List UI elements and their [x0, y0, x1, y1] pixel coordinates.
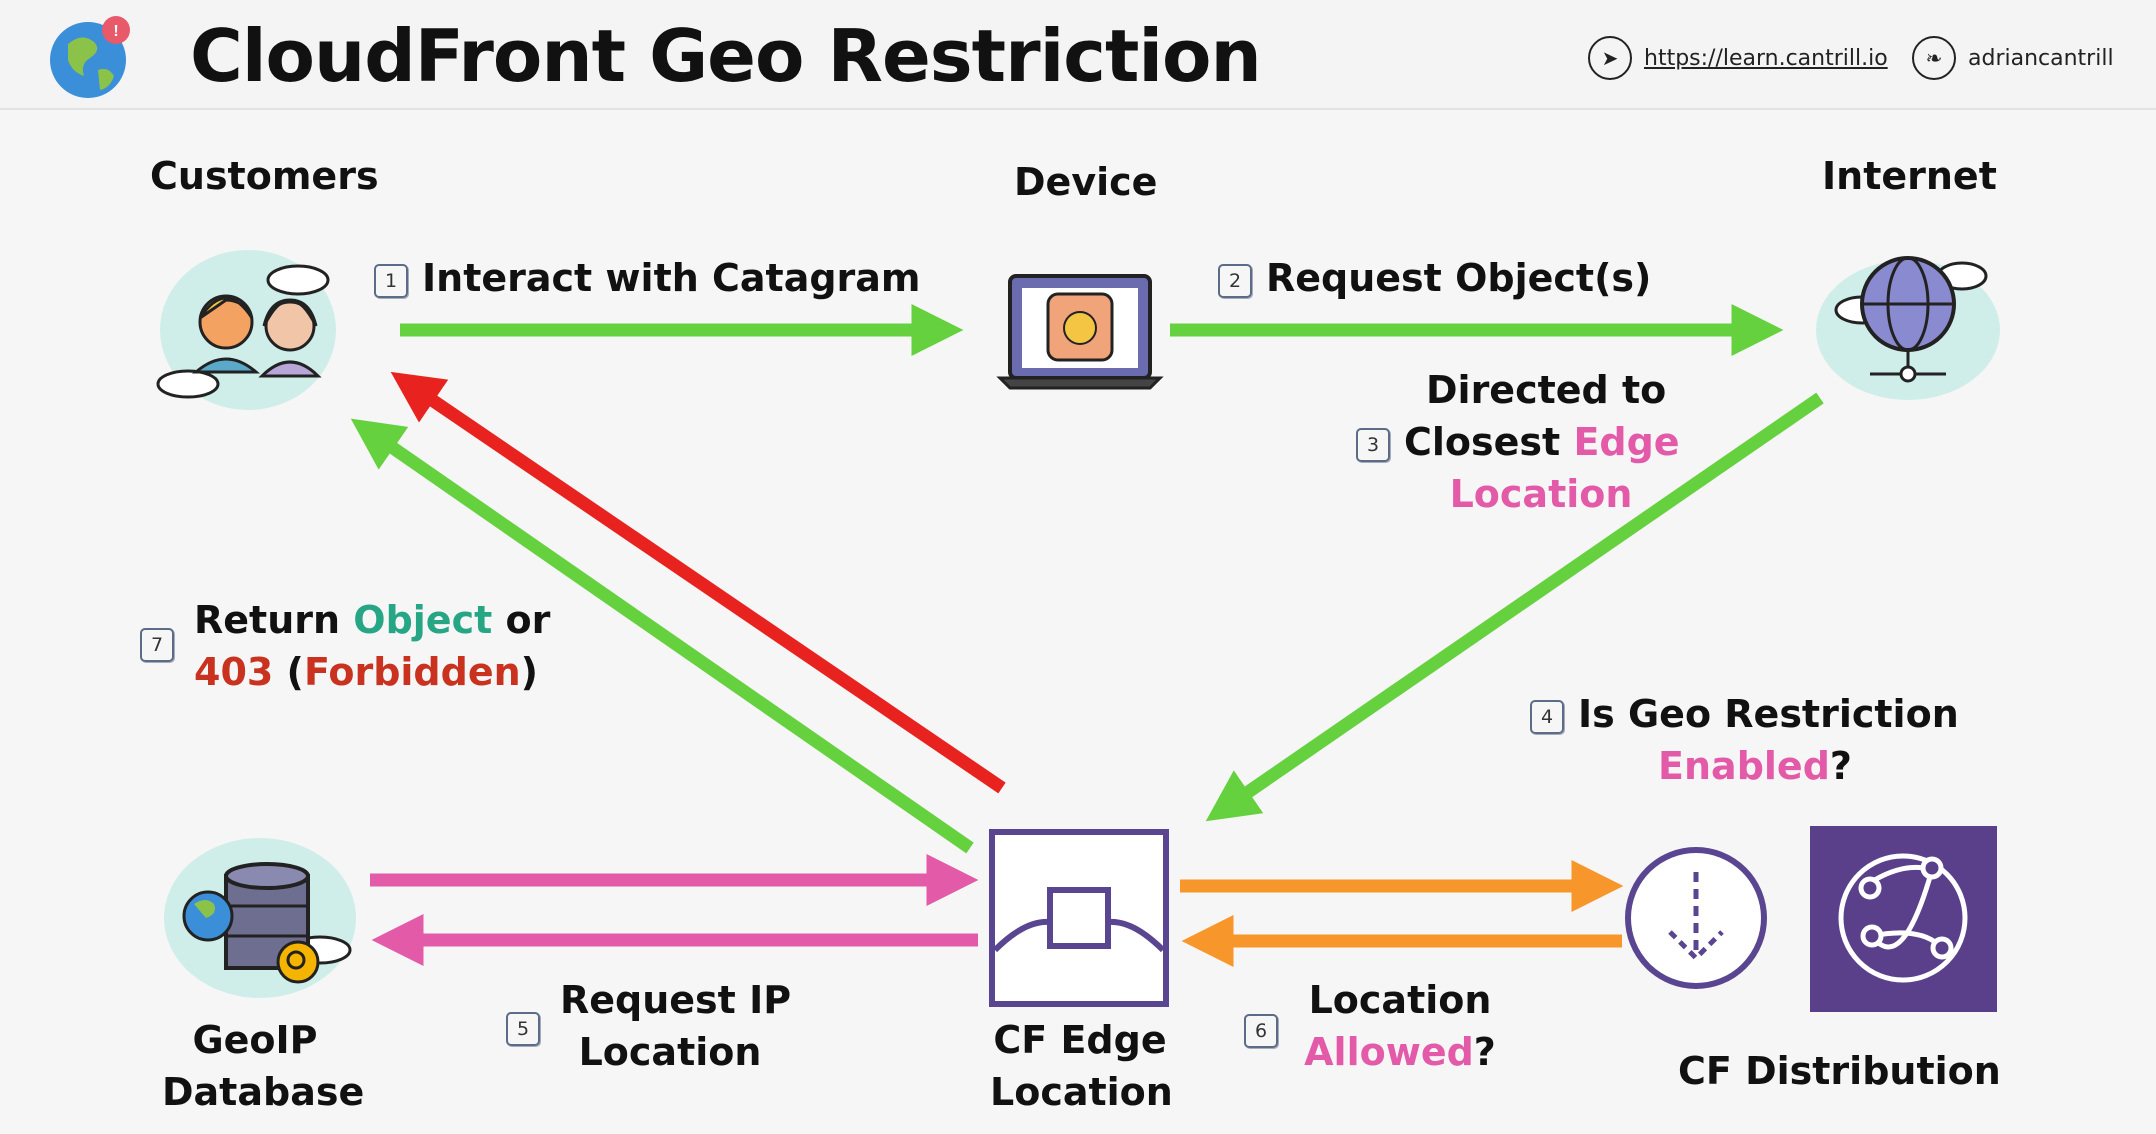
step-1-badge: 1 — [374, 263, 408, 298]
geoip-label-line1: GeoIP — [192, 1018, 318, 1062]
step-6-label: Location Allowed? — [1300, 974, 1500, 1078]
step-3-line1: Directed to — [1426, 368, 1667, 412]
arrow-edge-to-customers-object — [350, 418, 974, 854]
arrow-edge-to-customers-forbidden — [390, 371, 1006, 794]
twitter-handle-text[interactable]: adriancantrill — [1968, 45, 2114, 71]
step-1-text: Interact with Catagram — [422, 256, 921, 300]
step-3-badge: 3 — [1356, 427, 1390, 462]
device-label: Device — [1014, 160, 1158, 204]
step-7-line1: Return Object or — [194, 598, 551, 642]
edge-label-line2: Location — [990, 1070, 1173, 1114]
twitter-bird-icon: ❧ — [1912, 36, 1956, 80]
laptop-device-icon — [996, 274, 1164, 390]
step-5-line2: Location — [578, 1030, 762, 1074]
distribution-label: CF Distribution — [1678, 1049, 2001, 1093]
page-title: CloudFront Geo Restriction — [190, 14, 1262, 98]
customers-label: Customers — [150, 154, 379, 198]
step-2-label: 2 Request Object(s) — [1218, 252, 1651, 304]
arrow-internet-to-edge — [1205, 392, 1824, 822]
step-5-badge: 5 — [506, 1012, 540, 1046]
header-bar: ! CloudFront Geo Restriction ➤ https://l… — [0, 0, 2156, 110]
step-4-badge: 4 — [1530, 699, 1564, 734]
step-1-label: 1 Interact with Catagram — [374, 252, 921, 304]
step-7-line2: 403 (Forbidden) — [194, 650, 539, 694]
twitter-link[interactable]: ❧ adriancantrill — [1912, 36, 2114, 80]
step-5-line1: Request IP — [560, 978, 792, 1022]
step-6-line2: Allowed? — [1304, 1030, 1496, 1074]
step-7-badge: 7 — [140, 628, 174, 662]
step-2-text: Request Object(s) — [1266, 256, 1652, 300]
edge-location-label: CF Edge Location — [990, 1014, 1173, 1118]
step-3-line3: Location — [1449, 472, 1633, 516]
site-url-text[interactable]: https://learn.cantrill.io — [1644, 45, 1888, 71]
geoip-label-line2: Database — [162, 1070, 365, 1114]
internet-globe-icon — [1816, 256, 2000, 400]
geoip-label: GeoIP Database — [162, 1014, 365, 1118]
compass-icon: ➤ — [1588, 36, 1632, 80]
step-7-label: Return Object or 403 (Forbidden) — [194, 594, 551, 698]
globe-logo-icon: ! — [50, 16, 130, 98]
cf-edge-location-icon — [989, 829, 1169, 1007]
step-6-badge: 6 — [1244, 1014, 1278, 1048]
customers-people-icon — [156, 250, 336, 410]
geoip-database-icon — [164, 838, 356, 998]
step-5-label: Request IP Location — [560, 974, 792, 1078]
site-link[interactable]: ➤ https://learn.cantrill.io — [1588, 36, 1888, 80]
step-4-line2: Enabled? — [1658, 744, 1852, 788]
cf-distribution-icon — [1810, 826, 1997, 1012]
step-6-line1: Location — [1308, 978, 1492, 1022]
edge-label-line1: CF Edge — [993, 1018, 1167, 1062]
svg-text:!: ! — [113, 23, 118, 40]
cf-download-arrow-icon — [1625, 847, 1767, 989]
internet-label: Internet — [1822, 154, 1997, 198]
step-2-badge: 2 — [1218, 263, 1252, 298]
